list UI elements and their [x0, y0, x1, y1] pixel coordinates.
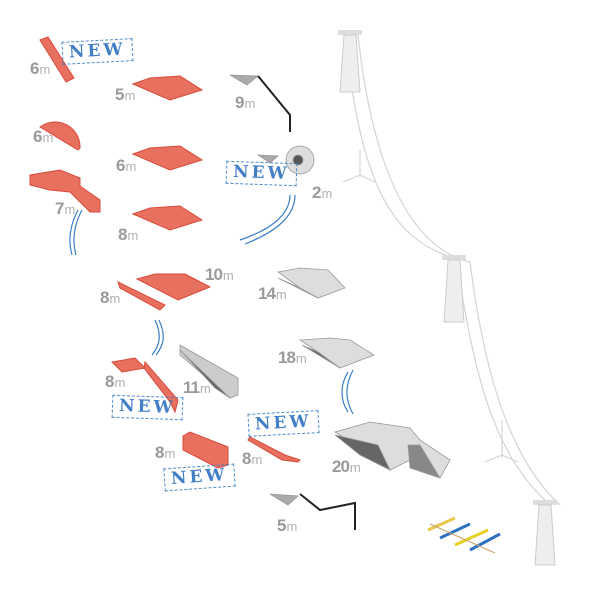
obstacle-slider-8m — [117, 281, 166, 311]
length-label: 2m — [312, 183, 333, 202]
length-label: 6m — [30, 59, 51, 78]
obstacle-t-box-7m — [29, 169, 101, 213]
ride-paths — [69, 194, 354, 415]
length-label: 8m — [242, 449, 263, 468]
new-stamp: NEW — [163, 463, 236, 492]
new-stamp: NEW — [61, 38, 134, 65]
red-obstacles — [29, 36, 301, 469]
length-label: 20m — [332, 457, 361, 476]
new-stamp: NEW — [111, 394, 183, 421]
obstacle-kicker-5m — [131, 75, 204, 101]
length-label: 5m — [115, 85, 136, 104]
obstacle-down-rail — [143, 360, 179, 414]
length-label: 8m — [100, 288, 121, 307]
length-label: 8m — [118, 225, 139, 244]
obstacle-kicker-10m — [135, 273, 212, 301]
new-stamp: NEW — [225, 160, 297, 187]
new-stamp: NEW — [247, 410, 320, 437]
length-label: 6m — [33, 127, 54, 146]
obstacle-rail-flat-8m — [110, 357, 147, 373]
length-label: 11m — [183, 378, 211, 397]
obstacle-kicker-8m — [131, 205, 204, 231]
obstacle-quarter-6m — [39, 121, 81, 151]
length-label: 7m — [55, 199, 76, 218]
length-label: 14m — [258, 284, 287, 303]
length-label: 8m — [155, 443, 176, 462]
deck-chairs — [427, 516, 501, 554]
length-label: 6m — [116, 156, 137, 175]
length-label: 10m — [205, 265, 234, 284]
pylon-2 — [442, 255, 466, 323]
pylon-3 — [533, 500, 557, 566]
grey-obstacles — [179, 74, 451, 530]
length-label: 18m — [278, 348, 307, 367]
length-label: 9m — [235, 93, 256, 112]
obstacle-rail-6m — [39, 36, 75, 83]
obstacle-slider-8m-b — [247, 436, 301, 463]
obstacle-box-8m — [182, 431, 229, 469]
obstacle-kicker-6m — [131, 145, 204, 171]
length-label: 8m — [105, 372, 126, 391]
pylon-1 — [338, 30, 362, 93]
length-label: 5m — [277, 516, 298, 535]
